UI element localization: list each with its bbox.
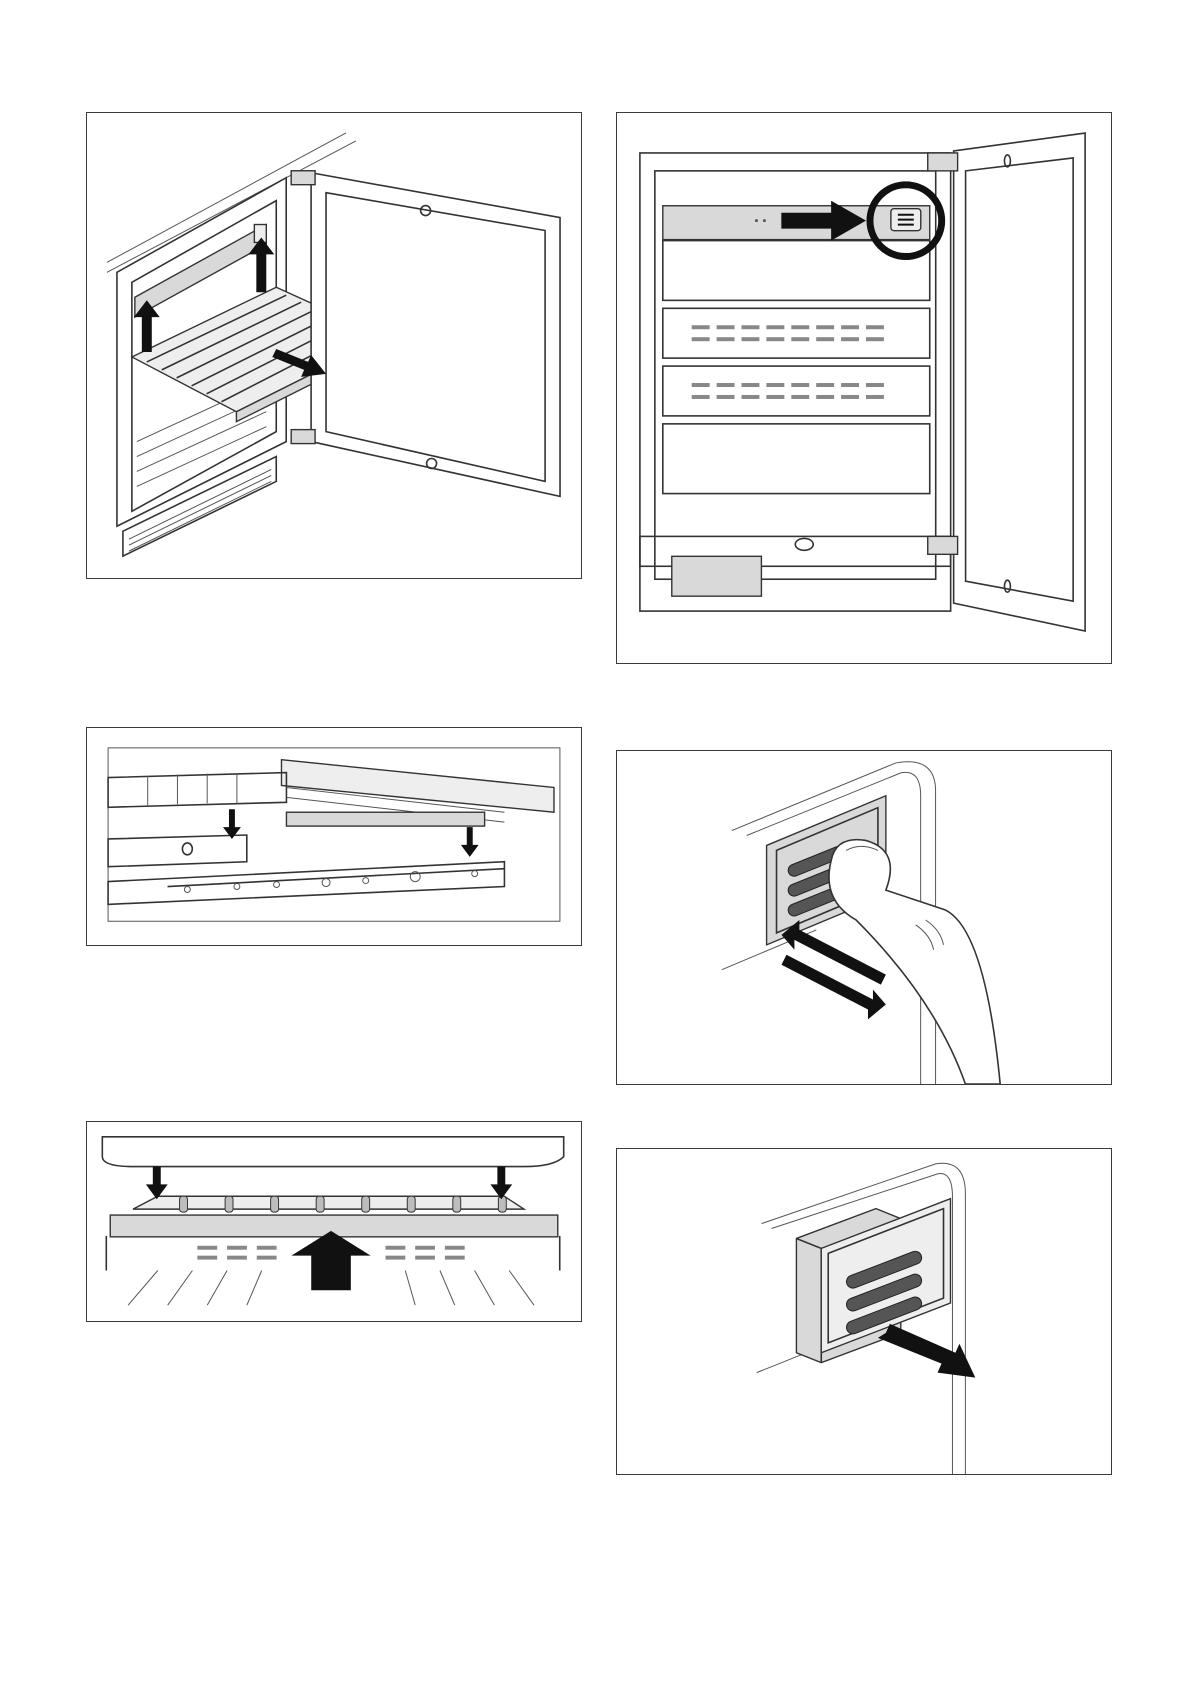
pull-out-shelf-illustration bbox=[87, 113, 581, 578]
remove-slider-illustration bbox=[617, 1149, 1111, 1474]
figure-remove-slider bbox=[616, 1148, 1112, 1475]
front-view-illustration bbox=[617, 113, 1111, 663]
figure-pull-out-shelf bbox=[86, 112, 582, 579]
figure-shelf-rails bbox=[86, 727, 582, 946]
figure-press-slider bbox=[616, 750, 1112, 1085]
press-slider-illustration bbox=[617, 751, 1111, 1084]
shelf-rails-illustration bbox=[87, 728, 581, 945]
figure-menu-button bbox=[616, 112, 1112, 664]
figure-shelf-insert bbox=[86, 1121, 582, 1322]
shelf-insert-illustration bbox=[87, 1122, 581, 1321]
pull-out-arrow-icon bbox=[878, 1324, 975, 1378]
